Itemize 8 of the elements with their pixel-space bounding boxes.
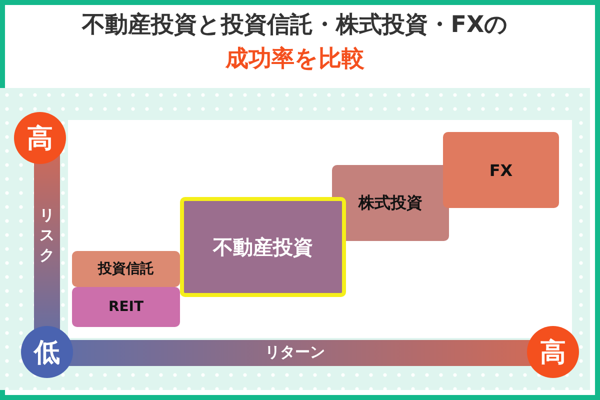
axis-label: リターン [265,343,325,362]
category-box: REIT [72,287,180,327]
title: 不動産投資と投資信託・株式投資・FXの成功率を比較 [80,11,510,74]
category-box: 投資信託 [72,251,180,287]
category-box: 株式投資 [332,165,449,241]
category-box: FX [443,132,559,208]
axis-label: リスク [39,205,55,265]
highlighted-category-box: 不動産投資 [180,197,346,297]
